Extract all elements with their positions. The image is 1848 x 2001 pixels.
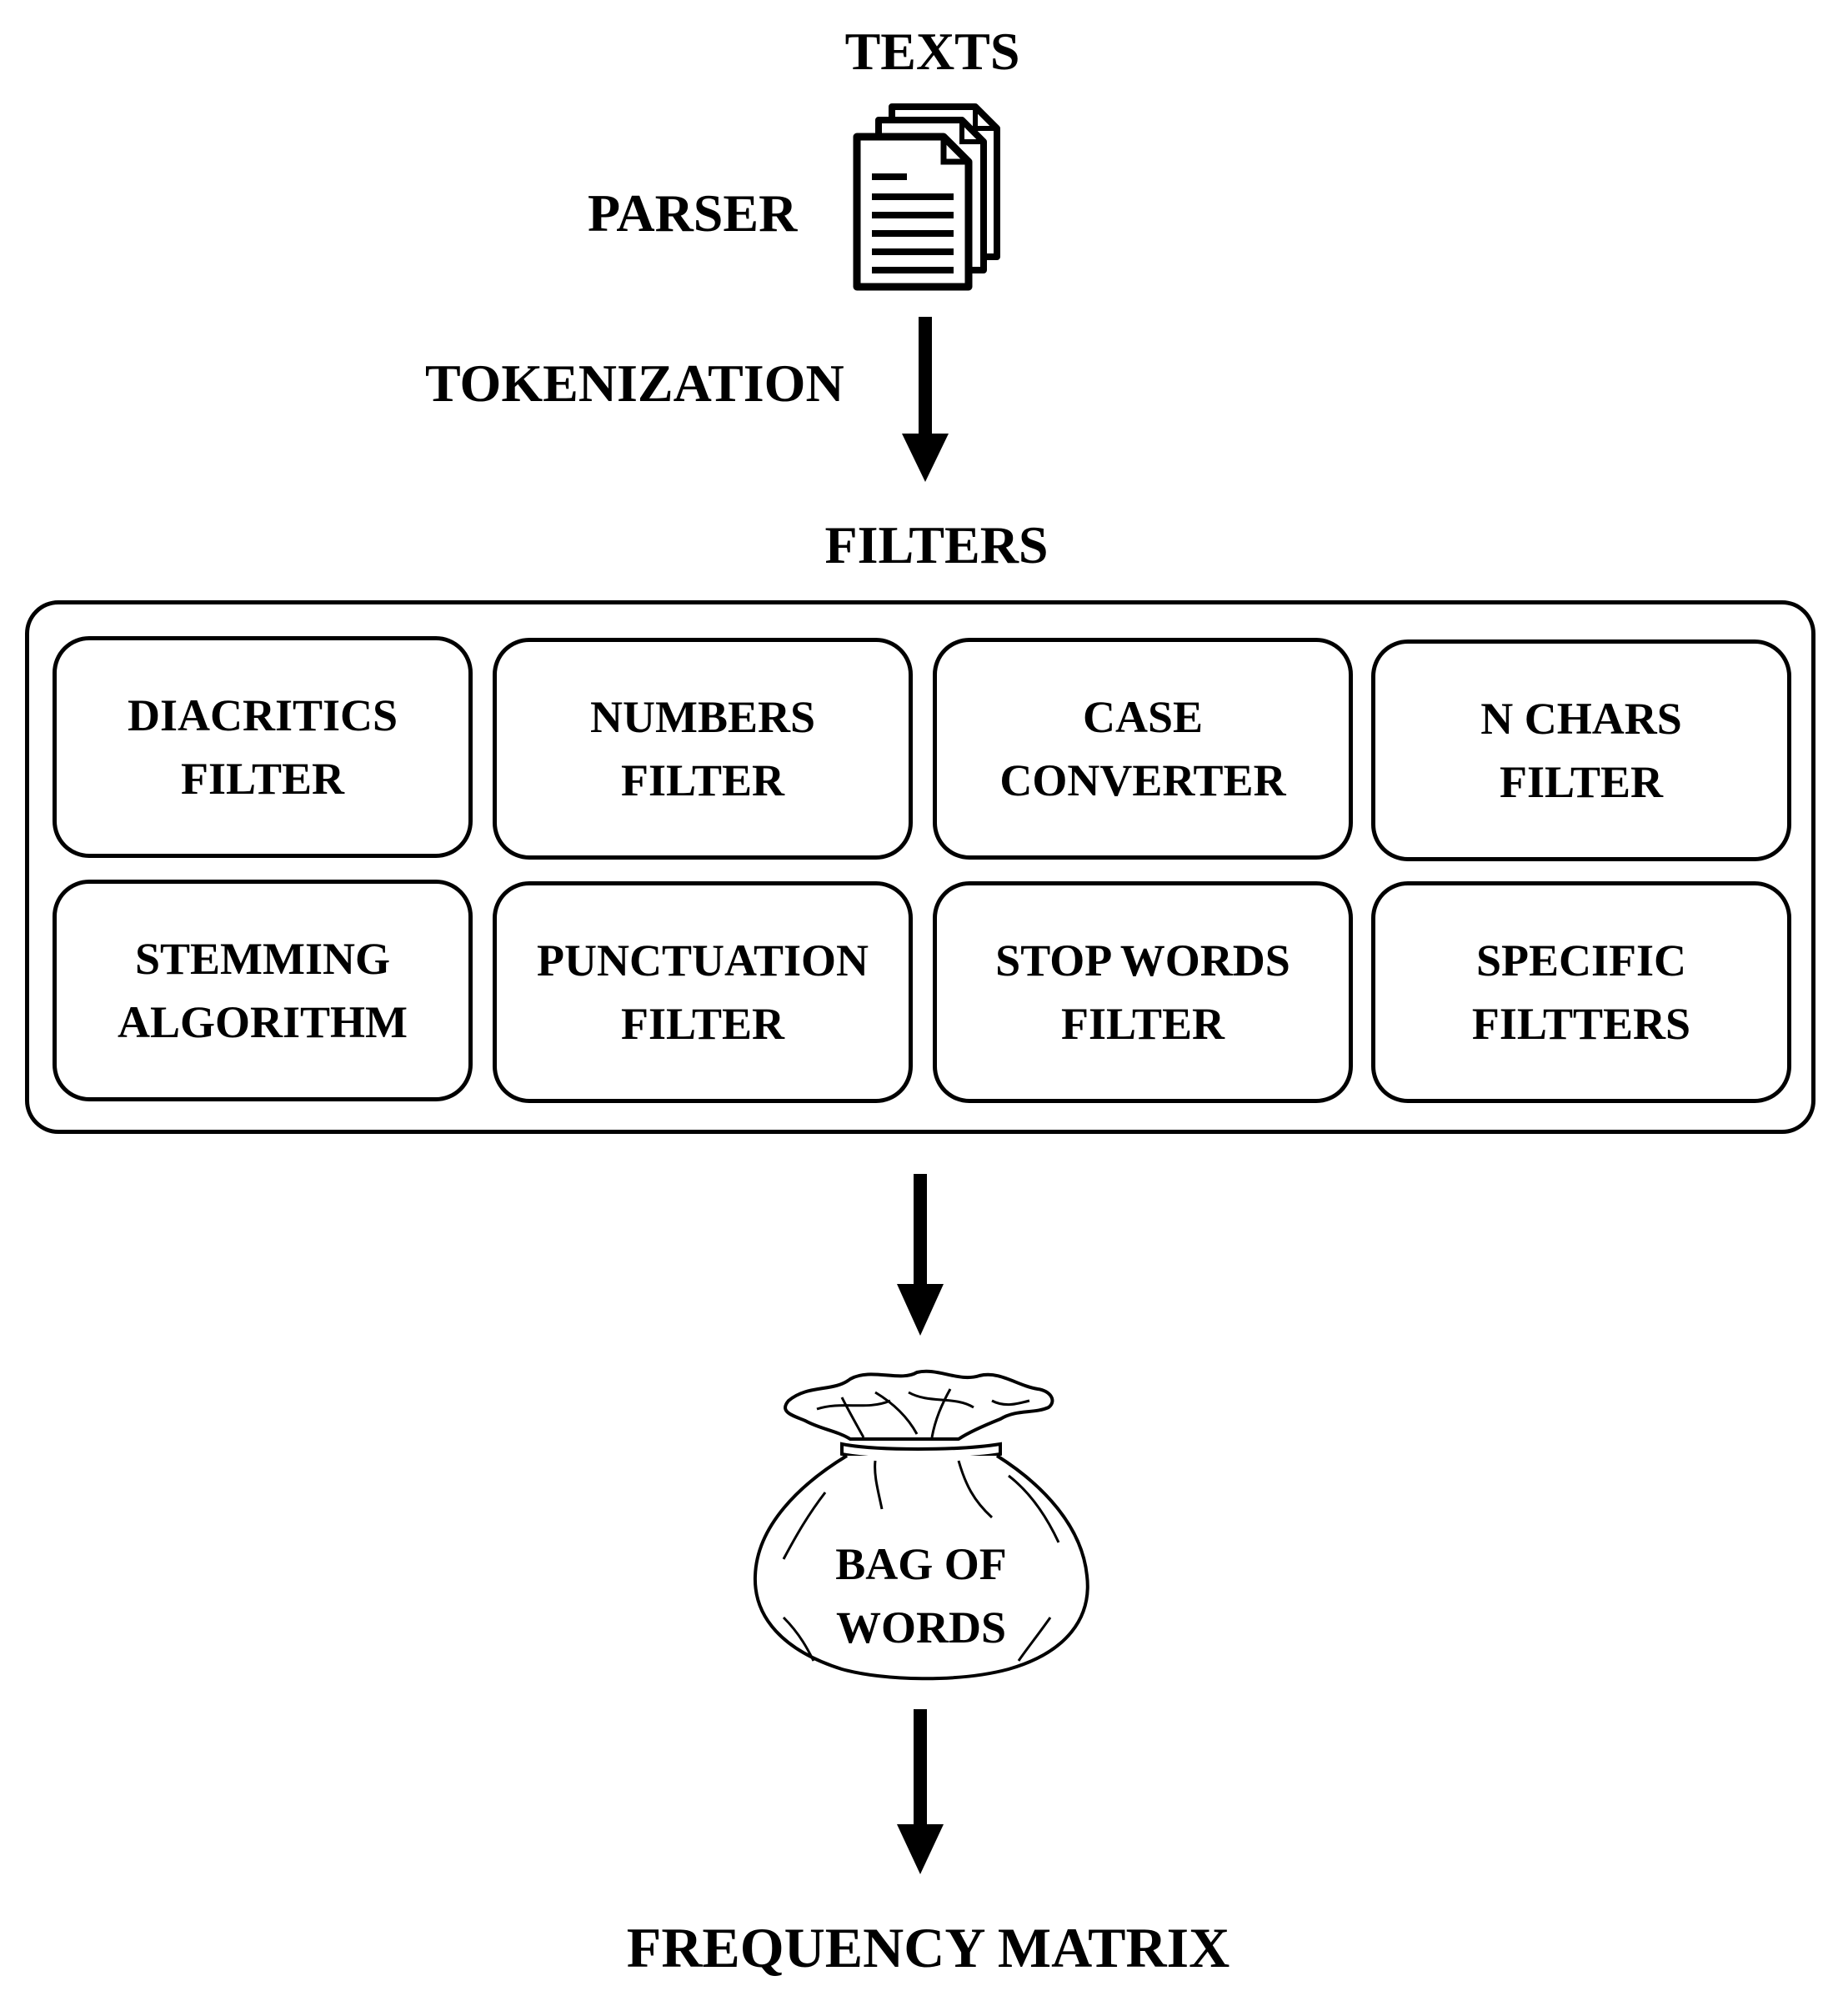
filter-stop-words: STOP WORDS FILTER (933, 881, 1353, 1103)
filter-specific: SPECIFIC FILTTERS (1371, 881, 1791, 1103)
filter-case-converter: CASE CONVERTER (933, 638, 1353, 860)
filter-line-2: FILTER (620, 755, 785, 805)
filter-numbers: NUMBERS FILTER (493, 638, 913, 860)
filter-line-2: FILTTERS (1471, 999, 1691, 1049)
filter-line-1: STEMMING (134, 934, 391, 984)
filters-panel: DIACRITICS FILTER NUMBERS FILTER CASE CO… (25, 600, 1815, 1134)
tokenization-label: TOKENIZATION (425, 354, 844, 413)
filter-stemming: STEMMING ALGORITHM (53, 880, 473, 1101)
filter-line-1: SPECIFIC (1475, 935, 1687, 985)
bag-of-words-label: BAG OF WORDS (750, 1532, 1092, 1659)
filters-label: FILTERS (824, 515, 1049, 574)
bag-line-2: WORDS (835, 1602, 1007, 1652)
filter-line-2: FILTER (1060, 999, 1225, 1049)
filter-line-1: CASE (1082, 692, 1204, 742)
filter-line-1: N CHARS (1480, 694, 1682, 744)
frequency-matrix-label: FREQUENCY MATRIX (626, 1916, 1230, 1979)
bag-line-1: BAG OF (835, 1539, 1007, 1589)
filter-line-2: ALGORITHM (117, 997, 408, 1047)
filter-n-chars: N CHARS FILTER (1371, 639, 1791, 861)
filter-diacritics: DIACRITICS FILTER (53, 636, 473, 858)
filter-line-2: FILTER (620, 999, 785, 1049)
filter-line-2: CONVERTER (999, 755, 1286, 805)
filter-line-1: STOP WORDS (995, 935, 1290, 985)
arrow-down-icon (895, 1174, 945, 1337)
filter-punctuation: PUNCTUATION FILTER (493, 881, 913, 1103)
parser-label: PARSER (588, 183, 798, 243)
arrow-down-icon (895, 1709, 945, 1876)
texts-label: TEXTS (844, 22, 1020, 81)
filter-line-1: DIACRITICS (127, 690, 398, 740)
arrow-down-icon (900, 317, 950, 484)
filter-line-2: FILTER (180, 754, 345, 804)
filter-line-1: PUNCTUATION (536, 935, 869, 985)
filter-line-2: FILTER (1499, 757, 1664, 807)
filter-line-1: NUMBERS (589, 692, 816, 742)
documents-icon (850, 102, 1009, 293)
bag-icon (750, 1367, 1092, 1684)
